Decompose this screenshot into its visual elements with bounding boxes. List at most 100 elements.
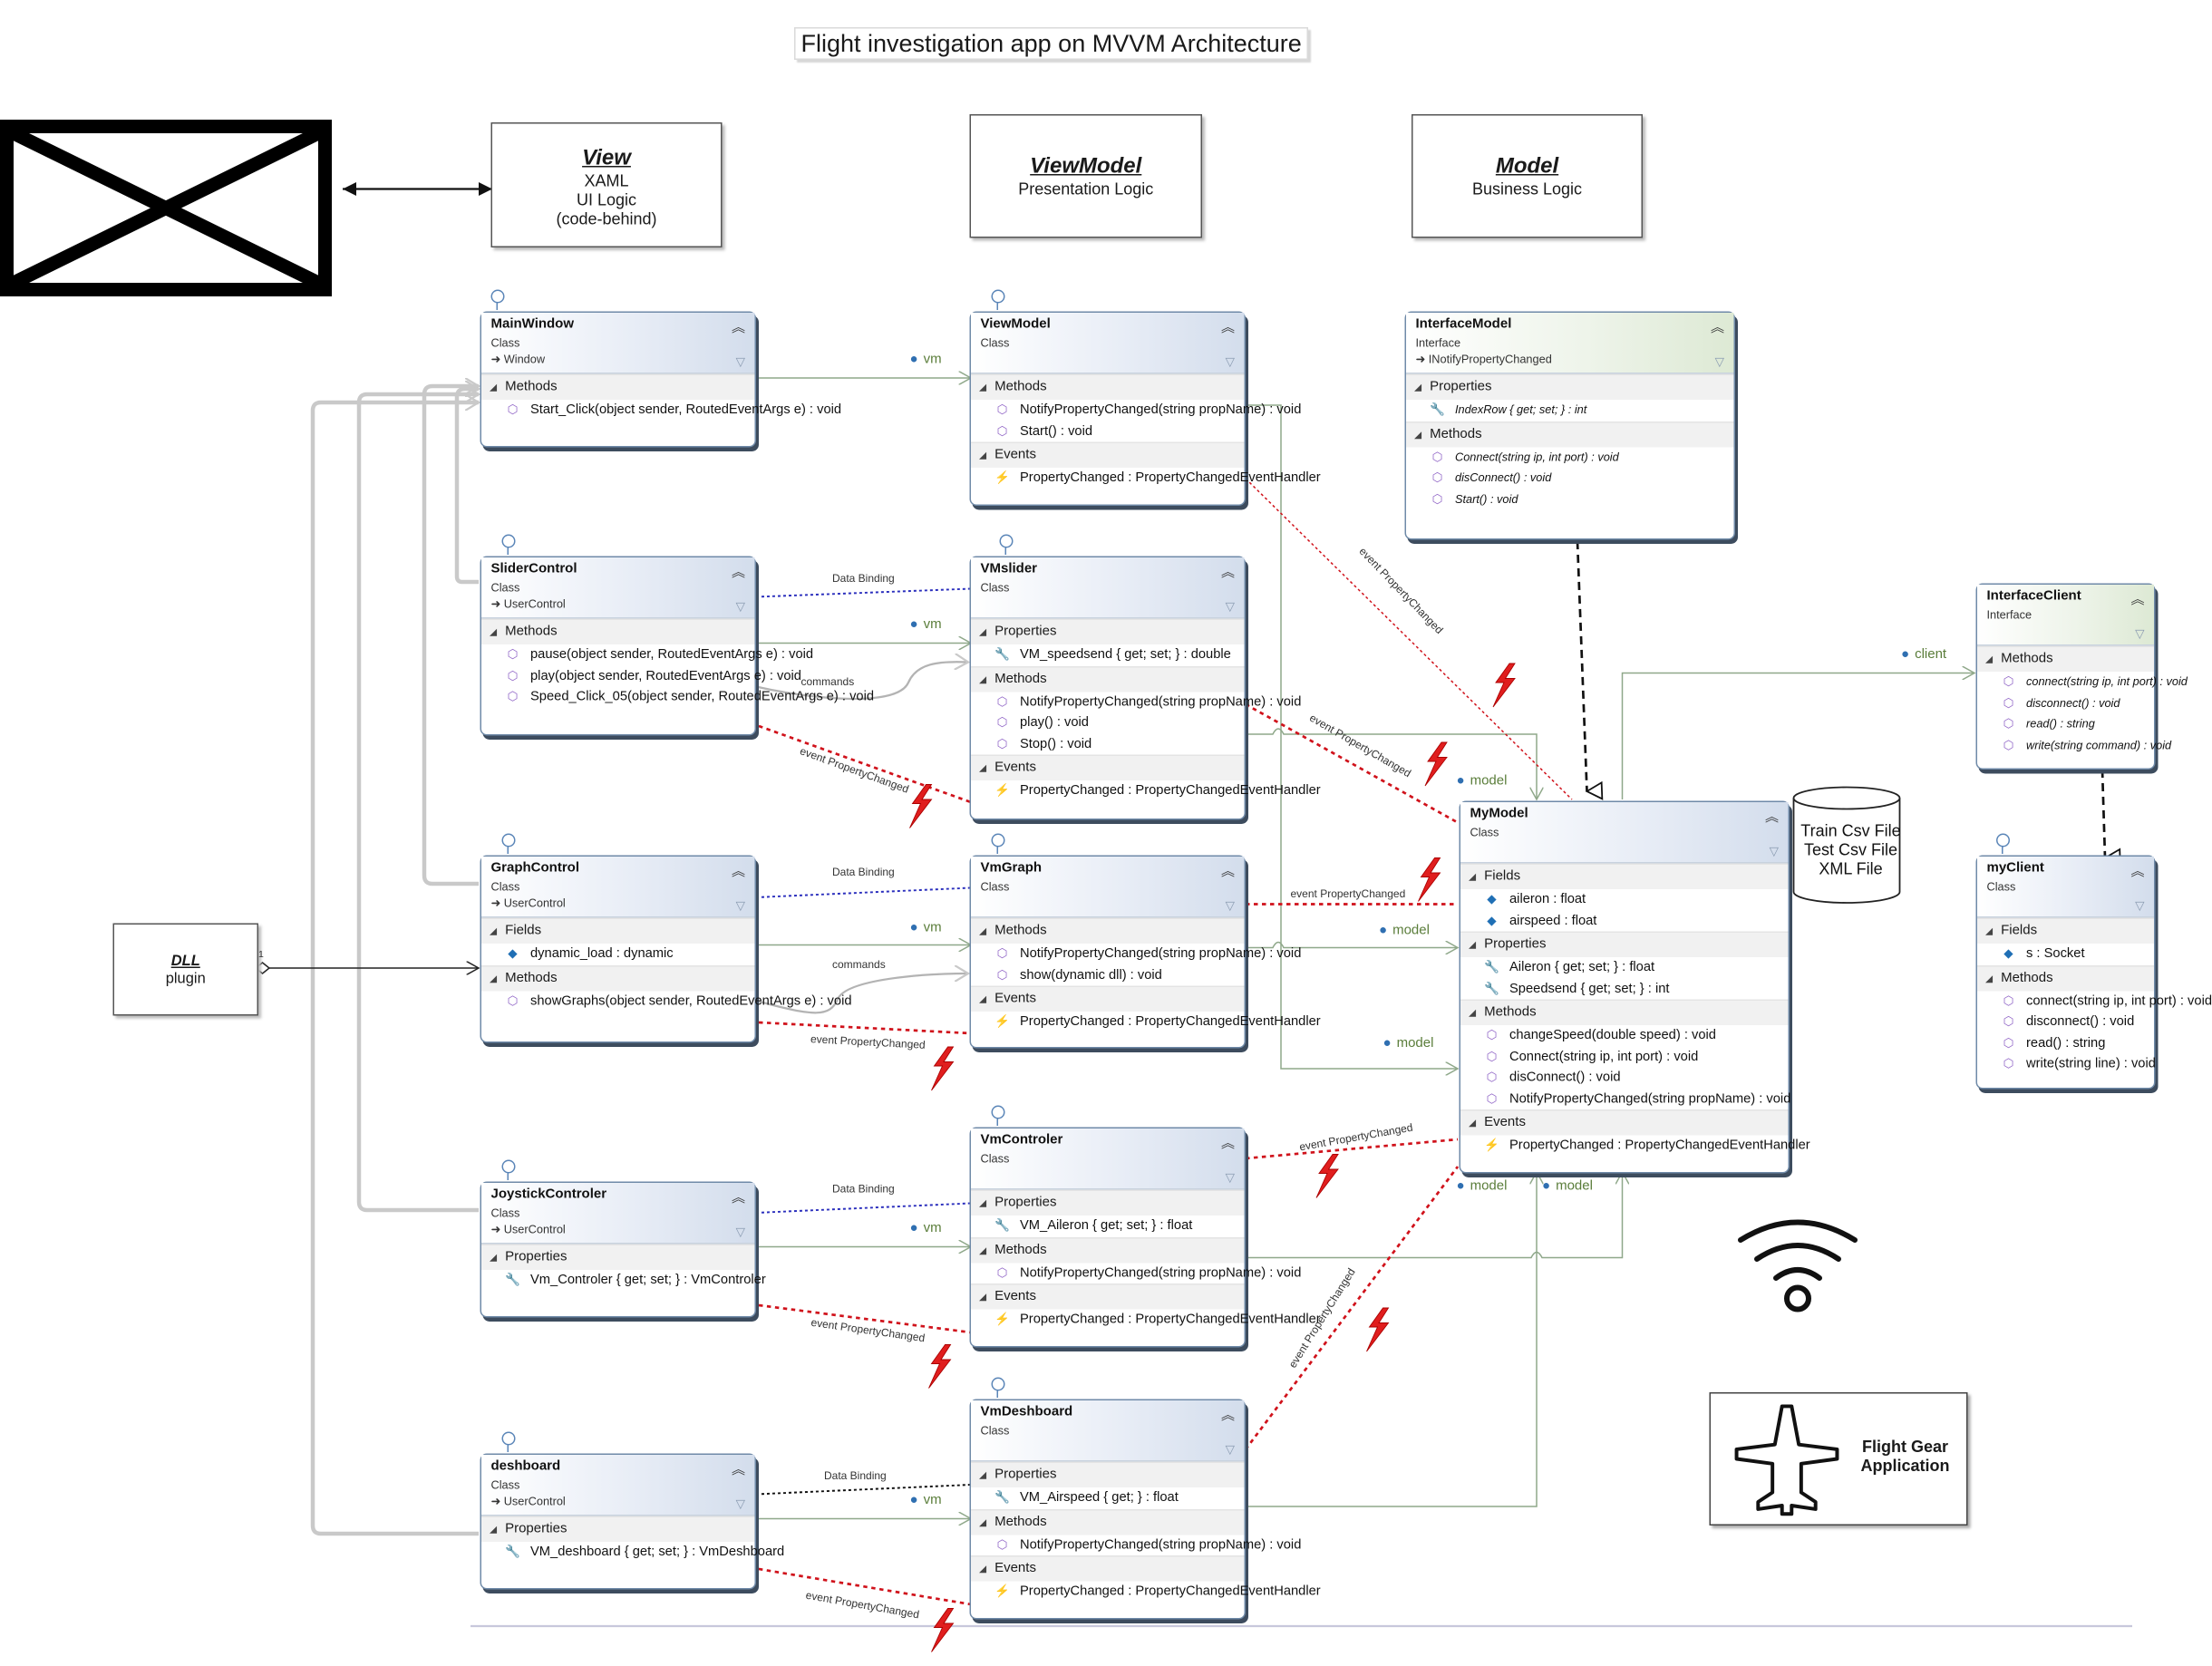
- class-member[interactable]: ⬡NotifyPropertyChanged(string propName) …: [971, 1535, 1302, 1555]
- filter-icon[interactable]: ▽: [735, 599, 745, 614]
- class-member[interactable]: ⬡NotifyPropertyChanged(string propName) …: [971, 944, 1302, 964]
- class-member[interactable]: ⚡PropertyChanged : PropertyChangedEventH…: [971, 468, 1321, 489]
- class-member[interactable]: ⬡Connect(string ip, int port) : void: [1406, 447, 1734, 468]
- compartment-header[interactable]: ◢Methods: [1460, 999, 1789, 1025]
- class-member[interactable]: ◆dynamic_load : dynamic: [481, 944, 755, 964]
- class-member[interactable]: ⬡Start() : void: [971, 421, 1245, 441]
- expand-triangle-icon[interactable]: ◢: [1469, 1009, 1477, 1019]
- expand-triangle-icon[interactable]: ◢: [1469, 873, 1477, 883]
- filter-icon[interactable]: ▽: [1225, 898, 1235, 913]
- compartment-header[interactable]: ◢Events: [971, 1555, 1245, 1582]
- filter-icon[interactable]: ▽: [1225, 1442, 1235, 1457]
- class-member[interactable]: ◆airspeed : float: [1460, 910, 1789, 931]
- expand-triangle-icon[interactable]: ◢: [1985, 655, 1994, 665]
- expand-triangle-icon[interactable]: ◢: [1414, 430, 1422, 441]
- flightgear-app-box[interactable]: Flight Gear Application: [1709, 1392, 1968, 1526]
- class-member[interactable]: 🔧VM_speedsend { get; set; } : double: [971, 644, 1245, 665]
- filter-icon[interactable]: ▽: [1225, 1170, 1235, 1185]
- class-member[interactable]: 🔧VM_Airspeed { get; } : float: [971, 1487, 1245, 1508]
- class-member[interactable]: ⬡read() : string: [1977, 1032, 2154, 1053]
- class-member[interactable]: ⬡disConnect() : void: [1406, 468, 1734, 489]
- collapse-chevron-icon[interactable]: ︽: [732, 1463, 745, 1478]
- collapse-chevron-icon[interactable]: ︽: [2130, 593, 2145, 608]
- class-member[interactable]: ⬡NotifyPropertyChanged(string propName) …: [1460, 1089, 1791, 1109]
- expand-triangle-icon[interactable]: ◢: [979, 383, 987, 393]
- expand-triangle-icon[interactable]: ◢: [1985, 973, 1994, 984]
- class-member[interactable]: ⬡changeSpeed(double speed) : void: [1460, 1025, 1789, 1046]
- expand-triangle-icon[interactable]: ◢: [490, 927, 498, 937]
- view-layer-box[interactable]: View XAML UI Logic (code-behind): [490, 122, 723, 247]
- collapse-chevron-icon[interactable]: ︽: [1711, 321, 1724, 336]
- filter-icon[interactable]: ▽: [735, 1225, 745, 1239]
- collapse-chevron-icon[interactable]: ︽: [732, 321, 745, 336]
- class-member[interactable]: ⬡Speed_Click_05(object sender, RoutedEve…: [481, 687, 874, 708]
- compartment-header[interactable]: ◢Methods: [481, 618, 755, 644]
- expand-triangle-icon[interactable]: ◢: [1985, 927, 1994, 937]
- compartment-header[interactable]: ◢Events: [1460, 1109, 1789, 1136]
- compartment-header[interactable]: ◢Methods: [481, 964, 755, 991]
- expand-triangle-icon[interactable]: ◢: [979, 1471, 987, 1481]
- compartment-header[interactable]: ◢Properties: [1460, 931, 1789, 957]
- expand-triangle-icon[interactable]: ◢: [490, 628, 498, 638]
- expand-triangle-icon[interactable]: ◢: [490, 383, 498, 393]
- compartment-header[interactable]: ◢Methods: [971, 665, 1245, 692]
- expand-triangle-icon[interactable]: ◢: [979, 1199, 987, 1209]
- class-member[interactable]: ⚡PropertyChanged : PropertyChangedEventH…: [971, 780, 1321, 801]
- compartment-header[interactable]: ◢Methods: [971, 373, 1245, 400]
- expand-triangle-icon[interactable]: ◢: [490, 973, 498, 984]
- expand-triangle-icon[interactable]: ◢: [490, 1254, 498, 1264]
- class-member[interactable]: ◆aileron : float: [1460, 889, 1789, 910]
- class-member[interactable]: ⬡connect(string ip, int port) : void: [1977, 991, 2212, 1012]
- expand-triangle-icon[interactable]: ◢: [979, 1564, 987, 1575]
- collapse-chevron-icon[interactable]: ︽: [732, 1191, 745, 1206]
- class-member[interactable]: ⬡disConnect() : void: [1460, 1068, 1789, 1089]
- compartment-header[interactable]: ◢Properties: [481, 1244, 755, 1270]
- expand-triangle-icon[interactable]: ◢: [1469, 1119, 1477, 1129]
- compartment-header[interactable]: ◢Methods: [1977, 645, 2154, 672]
- collapse-chevron-icon[interactable]: ︽: [1221, 865, 1235, 880]
- expand-triangle-icon[interactable]: ◢: [979, 451, 987, 461]
- compartment-header[interactable]: ◢Methods: [971, 1508, 1245, 1535]
- filter-icon[interactable]: ▽: [735, 354, 745, 369]
- class-member[interactable]: ⬡NotifyPropertyChanged(string propName) …: [971, 692, 1302, 712]
- compartment-header[interactable]: ◢Properties: [971, 1461, 1245, 1487]
- class-member[interactable]: 🔧Speedsend { get; set; } : int: [1460, 978, 1789, 999]
- compartment-header[interactable]: ◢Events: [971, 754, 1245, 780]
- class-member[interactable]: 🔧IndexRow { get; set; } : int: [1406, 400, 1734, 421]
- class-member[interactable]: ⬡NotifyPropertyChanged(string propName) …: [971, 1263, 1302, 1283]
- expand-triangle-icon[interactable]: ◢: [979, 1245, 987, 1256]
- class-member[interactable]: ⬡play() : void: [971, 712, 1245, 733]
- compartment-header[interactable]: ◢Events: [971, 441, 1245, 468]
- compartment-header[interactable]: ◢Methods: [971, 917, 1245, 944]
- class-member[interactable]: ⬡read() : string: [1977, 714, 2154, 735]
- collapse-chevron-icon[interactable]: ︽: [1221, 1137, 1235, 1152]
- expand-triangle-icon[interactable]: ◢: [979, 1293, 987, 1303]
- filter-icon[interactable]: ▽: [1225, 599, 1235, 614]
- class-member[interactable]: ⬡Connect(string ip, int port) : void: [1460, 1046, 1789, 1067]
- compartment-header[interactable]: ◢Methods: [1977, 964, 2154, 991]
- class-member[interactable]: ⚡PropertyChanged : PropertyChangedEventH…: [971, 1012, 1321, 1032]
- class-member[interactable]: ⬡disconnect() : void: [1977, 693, 2154, 713]
- class-member[interactable]: ⬡write(string command) : void: [1977, 735, 2172, 756]
- class-member[interactable]: ⬡showGraphs(object sender, RoutedEventAr…: [481, 991, 852, 1012]
- class-member[interactable]: ⬡NotifyPropertyChanged(string propName) …: [971, 400, 1302, 421]
